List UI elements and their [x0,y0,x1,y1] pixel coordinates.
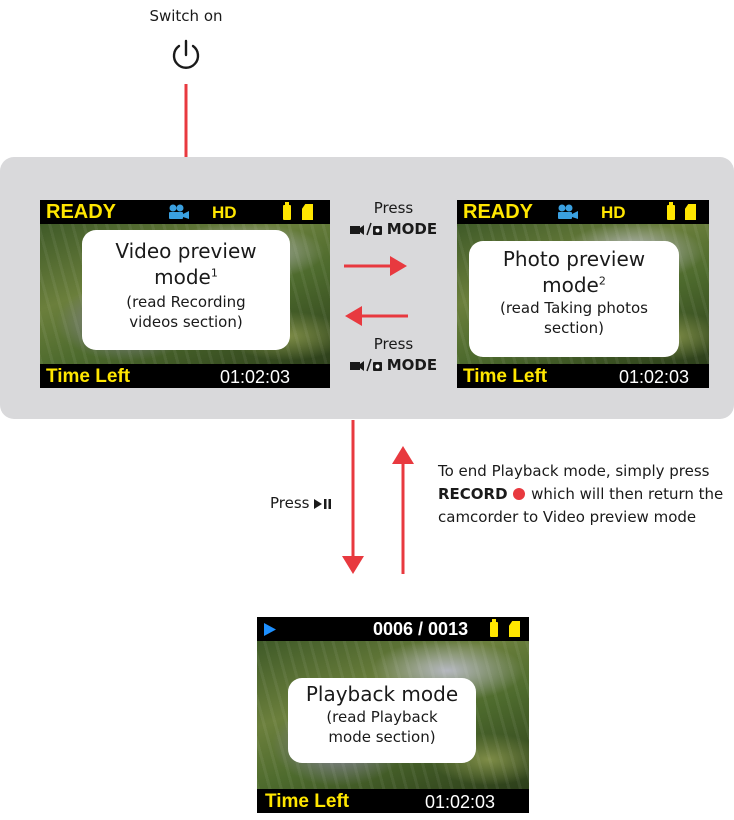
mode-button-label: MODE [386,220,438,238]
video-card-title: Video preview mode [115,239,257,289]
status-text: READY [463,201,534,223]
sd-card-icon [302,204,313,220]
photo-card-subtitle: (read Taking photos section) [499,299,648,337]
footnote-marker: 1 [210,266,218,280]
video-preview-card: Video preview mode1 (read Recording vide… [82,230,290,350]
power-icon [172,39,200,69]
forward-arrow [344,256,407,276]
note-after: which will then return the camcorder to … [438,485,724,526]
end-playback-note: To end Playback mode, simply press RECOR… [438,460,728,529]
time-left-value: 01:02:03 [619,367,690,387]
play-pause-icon [314,499,332,509]
footer-bar [40,364,330,388]
sd-card-icon [685,204,696,220]
status-text: READY [46,201,117,223]
battery-icon [283,202,291,220]
status-bar [40,200,330,224]
quality-text: HD [212,203,237,222]
battery-icon [490,619,498,637]
press-label: Press [270,494,310,512]
playback-card: Playback mode (read Playback mode sectio… [288,678,476,763]
press-label: Press [373,199,414,217]
file-counter: 0006 / 0013 [373,619,469,639]
record-button-label: RECORD [438,485,508,503]
photo-preview-card: Photo preview mode2 (read Taking photos … [469,241,679,357]
mode-button-label: MODE [386,356,438,374]
press-mode-back: Press MODE [330,334,457,376]
footer-bar [457,364,709,388]
press-play-pause: Press [270,493,340,514]
playback-card-title: Playback mode [305,682,459,706]
quality-text: HD [601,203,626,222]
switch-on-label: Switch on [149,7,223,25]
time-left-value: 01:02:03 [425,792,496,812]
video-photo-mode-icon [349,358,382,372]
record-dot-icon [513,488,526,500]
time-left-label: Time Left [46,366,131,387]
video-camera-icon [558,204,578,219]
video-card-subtitle: (read Recording videos section) [126,293,246,331]
from-playback-arrow [392,446,414,574]
footer-bar [257,789,529,813]
footnote-marker: 2 [598,274,606,288]
back-arrow [345,306,408,326]
press-mode-forward: Press MODE [330,198,457,240]
status-bar [257,617,529,641]
battery-icon [667,202,675,220]
video-photo-mode-icon [349,222,382,236]
photo-card-title: Photo preview mode [502,247,646,297]
note-before: To end Playback mode, simply press [438,462,710,480]
time-left-value: 01:02:03 [220,367,291,387]
sd-card-icon [509,621,520,637]
play-icon [264,623,276,636]
time-left-label: Time Left [463,366,548,387]
press-label: Press [373,335,414,353]
video-camera-icon [169,204,189,219]
to-playback-arrow [342,420,364,574]
time-left-label: Time Left [265,791,350,812]
playback-card-subtitle: (read Playback mode section) [326,708,438,746]
